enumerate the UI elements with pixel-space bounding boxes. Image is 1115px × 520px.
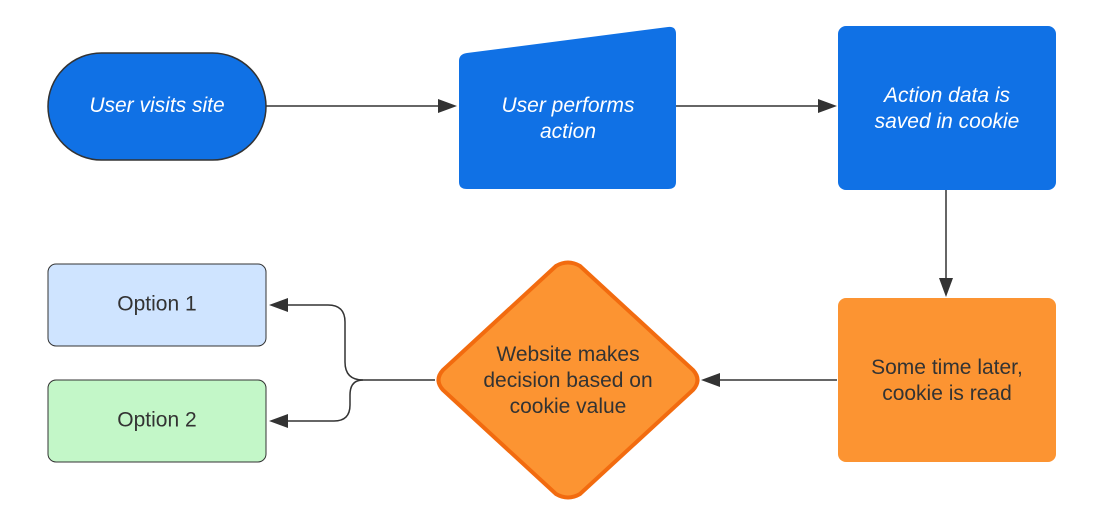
node-label-line: cookie is read — [882, 382, 1012, 405]
option-shape — [47, 263, 267, 347]
node-label-line: Action data is — [882, 84, 1011, 107]
connectors — [266, 99, 953, 428]
decision-diamond-shape — [436, 260, 700, 500]
arrowhead-decision — [701, 373, 720, 387]
node-user-performs-action: User performs action — [459, 26, 676, 190]
arrowhead-option2 — [269, 414, 288, 428]
arrowhead-option1 — [269, 298, 288, 312]
node-user-visits-site: User visits site — [47, 52, 267, 161]
node-label: Some time later, cookie is read — [871, 356, 1023, 405]
node-label: Action data is saved in cookie — [875, 84, 1020, 133]
node-label: Website makes decision based on cookie val… — [483, 343, 652, 418]
arrowhead-saved — [818, 99, 837, 113]
node-cookie-read: Some time later, cookie is read — [838, 298, 1056, 462]
node-label: User visits site — [89, 94, 224, 117]
option-shape — [47, 379, 267, 463]
node-label-line: User performs — [501, 94, 635, 117]
node-label-line: Some time later, — [871, 356, 1023, 379]
node-option-2: Option 2 — [47, 379, 267, 463]
manual-input-shape — [459, 26, 676, 190]
process-shape — [838, 298, 1056, 462]
node-label: Option 2 — [117, 409, 196, 432]
connector-decision-to-option2 — [282, 379, 364, 422]
node-action-data-saved: Action data is saved in cookie — [838, 26, 1056, 190]
terminator-shape — [47, 52, 267, 161]
node-label-line: cookie value — [510, 395, 627, 418]
connector-decision-to-option1 — [282, 304, 435, 381]
node-label-line: action — [540, 120, 596, 143]
arrowhead-read — [939, 278, 953, 297]
node-website-decision: Website makes decision based on cookie val… — [436, 260, 700, 500]
process-shape — [838, 26, 1056, 190]
node-label-line: Website makes — [496, 343, 639, 366]
node-label: Option 1 — [117, 293, 196, 316]
node-option-1: Option 1 — [47, 263, 267, 347]
node-label-line: saved in cookie — [875, 110, 1020, 133]
arrowhead-perform — [438, 99, 457, 113]
node-label: User performs action — [501, 94, 635, 143]
node-label-line: decision based on — [483, 369, 652, 392]
